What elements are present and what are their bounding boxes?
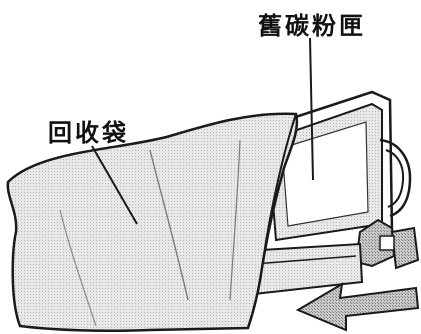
collection-bag-label: 回收袋 <box>48 119 129 147</box>
left-arrow-icon <box>295 282 420 332</box>
toner-cartridge <box>252 90 420 296</box>
collection-bag <box>6 112 299 333</box>
cartridge-leader-line <box>309 37 314 181</box>
bag-leader-line <box>91 145 138 225</box>
toner-cartridge-label: 舊碳粉匣 <box>258 12 366 40</box>
